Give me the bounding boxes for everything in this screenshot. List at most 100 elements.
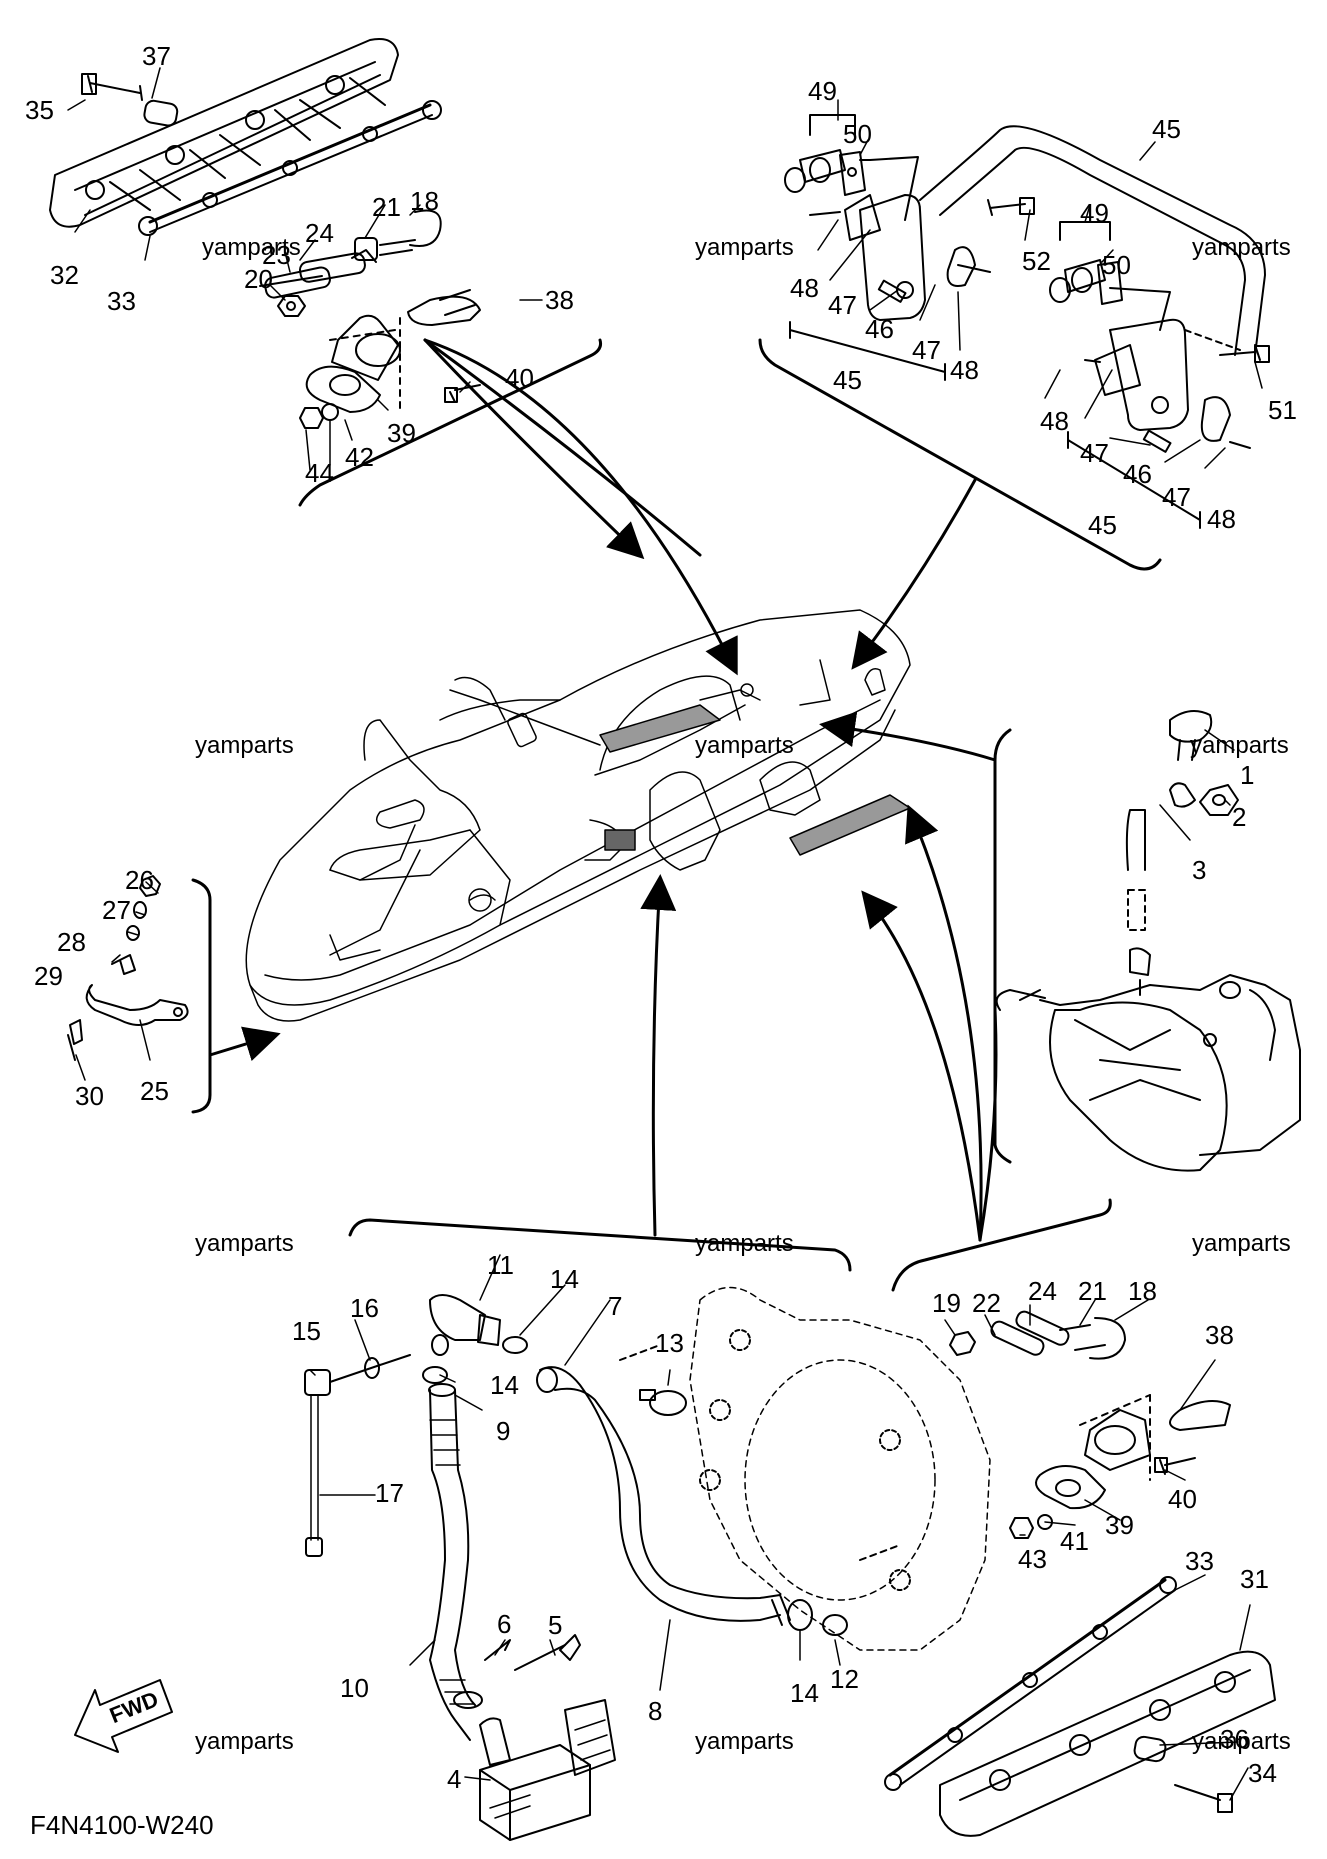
tow-bar-45 xyxy=(784,125,1266,356)
callout-48-a: 48 xyxy=(790,273,819,303)
callout-25: 25 xyxy=(140,1076,169,1106)
arrow-ur xyxy=(851,478,977,670)
callout-46-a: 46 xyxy=(865,314,894,344)
callout-38-upper: 38 xyxy=(545,285,574,315)
arrow-left xyxy=(208,1026,281,1062)
callout-5: 5 xyxy=(548,1610,563,1640)
left-bracket xyxy=(191,878,212,1114)
callout-9: 9 xyxy=(496,1416,511,1446)
callout-24: 24 xyxy=(305,218,334,248)
left-mount-parts xyxy=(67,875,189,1061)
group-bracket-upper-right xyxy=(758,338,1162,571)
callout-44: 44 xyxy=(305,458,334,488)
callout-20: 20 xyxy=(244,264,273,294)
watermark: yamparts xyxy=(695,1728,794,1755)
tick-line-45-upper xyxy=(789,321,946,381)
watermark: yamparts xyxy=(1190,732,1289,759)
watermark: yamparts xyxy=(695,1230,794,1257)
callout-10: 10 xyxy=(340,1673,369,1703)
callout-45-top: 45 xyxy=(1152,114,1181,144)
watermark: yamparts xyxy=(1192,1230,1291,1257)
callout-39-b: 39 xyxy=(1105,1510,1134,1540)
callout-45-a: 45 xyxy=(833,365,862,395)
arrow-lower-2 xyxy=(861,890,982,1242)
callout-52: 52 xyxy=(1022,246,1051,276)
tick-line-49-upper xyxy=(809,114,856,136)
group-bracket-upper-left xyxy=(298,338,602,507)
lower-bracket-right xyxy=(891,1198,1112,1292)
watermark: yamparts xyxy=(695,732,794,759)
fwd-arrow xyxy=(74,1679,173,1753)
watermark: yamparts xyxy=(195,732,294,759)
callout-38-b: 38 xyxy=(1205,1320,1234,1350)
callout-7: 7 xyxy=(608,1291,623,1321)
arrow-lower-3 xyxy=(905,804,983,1242)
callout-40-upper: 40 xyxy=(505,363,534,393)
callout-19: 19 xyxy=(932,1288,961,1318)
lower-left-parts xyxy=(304,1286,991,1841)
callout-49: 49 xyxy=(808,76,837,106)
grab-rail-32 xyxy=(49,38,442,236)
callout-39-upper: 39 xyxy=(387,418,416,448)
tow-bracket-lower-right xyxy=(1049,259,1270,453)
watermark: yamparts xyxy=(195,1728,294,1755)
callout-16: 16 xyxy=(350,1293,379,1323)
arrow-right xyxy=(819,711,997,762)
latch-assembly-upper-left xyxy=(299,289,481,429)
watermark: yamparts xyxy=(1192,234,1291,261)
callout-50: 50 xyxy=(843,119,872,149)
callout-47-d: 47 xyxy=(1162,482,1191,512)
callout-47-b: 47 xyxy=(912,335,941,365)
callout-17: 17 xyxy=(375,1478,404,1508)
callout-48-c: 48 xyxy=(1040,406,1069,436)
callout-2: 2 xyxy=(1232,802,1247,832)
callout-47-c: 47 xyxy=(1080,438,1109,468)
callout-12: 12 xyxy=(830,1664,859,1694)
callout-34: 34 xyxy=(1248,1758,1277,1788)
callout-30: 30 xyxy=(75,1081,104,1111)
callout-14-b: 14 xyxy=(490,1370,519,1400)
tick-line-50-upper xyxy=(859,156,919,221)
callout-48-b: 48 xyxy=(950,355,979,385)
right-bracket xyxy=(993,728,1012,1164)
callout-27: 27 xyxy=(102,895,131,925)
callout-1: 1 xyxy=(1240,760,1255,790)
arrow-ul-3 xyxy=(423,338,702,557)
callout-11: 11 xyxy=(487,1250,514,1280)
callout-14-a: 14 xyxy=(550,1264,579,1294)
watercraft-hull xyxy=(245,609,911,1022)
callout-4: 4 xyxy=(447,1764,462,1794)
callout-49-b: 49 xyxy=(1080,198,1109,228)
callout-24-b: 24 xyxy=(1028,1276,1057,1306)
callout-21: 21 xyxy=(372,192,401,222)
callout-8: 8 xyxy=(648,1696,663,1726)
watermark: yamparts xyxy=(1192,1728,1291,1755)
lower-right-parts xyxy=(884,1310,1276,1837)
callout-33: 33 xyxy=(107,286,136,316)
callout-43: 43 xyxy=(1018,1544,1047,1574)
tick-line-45-lower xyxy=(1067,431,1201,529)
callout-50-b: 50 xyxy=(1102,250,1131,280)
callout-42: 42 xyxy=(345,442,374,472)
callout-15: 15 xyxy=(292,1316,321,1346)
watermark: yamparts xyxy=(195,1230,294,1257)
leader-lines xyxy=(67,67,1263,1801)
callout-18-b: 18 xyxy=(1128,1276,1157,1306)
callout-36: 36 xyxy=(1220,1724,1249,1754)
callout-51: 51 xyxy=(1268,395,1297,425)
callout-26: 26 xyxy=(125,865,154,895)
callout-45-b: 45 xyxy=(1088,510,1117,540)
callout-46-b: 46 xyxy=(1123,459,1152,489)
lower-bracket-left xyxy=(348,1218,852,1272)
callout-6: 6 xyxy=(497,1609,512,1639)
callout-41: 41 xyxy=(1060,1526,1089,1556)
hinge-parts-upper-left xyxy=(259,209,442,317)
callout-37: 37 xyxy=(142,41,171,71)
callout-23: 23 xyxy=(262,240,291,270)
callout-33-b: 33 xyxy=(1185,1546,1214,1576)
callout-32: 32 xyxy=(50,260,79,290)
callout-21-b: 21 xyxy=(1078,1276,1107,1306)
callout-29: 29 xyxy=(34,961,63,991)
